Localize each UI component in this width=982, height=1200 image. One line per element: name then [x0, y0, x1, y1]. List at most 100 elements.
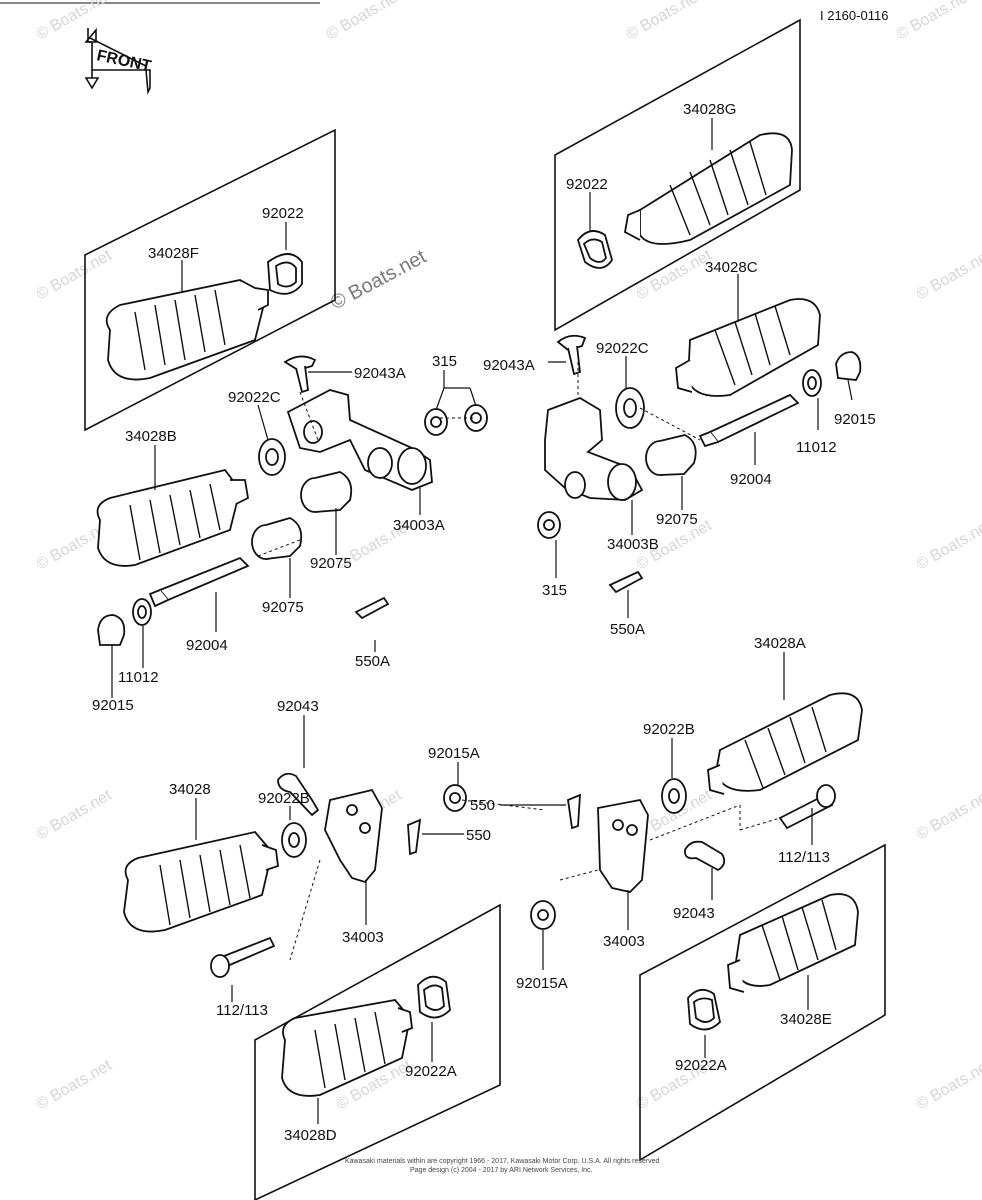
washer-92022B-left	[281, 822, 307, 858]
label-34028E: 34028E	[780, 1011, 832, 1028]
watermark: © Boats.net	[894, 0, 976, 43]
watermark: © Boats.net	[914, 517, 982, 574]
watermark: © Boats.net	[34, 1057, 116, 1114]
label-92015A-lower: 92015A	[516, 975, 568, 992]
washer-92022-right	[576, 230, 613, 269]
box-34028D	[254, 903, 501, 1200]
footpeg-34028	[123, 831, 279, 933]
pin-92043-right	[684, 840, 726, 872]
label-550A-right: 550A	[610, 621, 645, 638]
front-arrow-icon: FRONT	[84, 27, 153, 95]
label-34028B: 34028B	[125, 428, 177, 445]
label-34028A: 34028A	[754, 635, 806, 652]
label-92015-right: 92015	[834, 411, 876, 428]
label-34028C: 34028C	[705, 259, 758, 276]
label-92022A-left: 92022A	[405, 1063, 457, 1080]
shaft-92004-right	[698, 393, 800, 448]
watermark: © Boats.net	[34, 247, 116, 304]
washer-11012-left	[132, 598, 152, 626]
label-315-top: 315	[432, 353, 457, 370]
watermark: © Boats.net	[914, 247, 982, 304]
diagram-code: I 2160-0116	[820, 8, 888, 23]
washer-11012-right	[802, 369, 822, 397]
label-92022C-right: 92022C	[596, 340, 649, 357]
footpeg-34028D	[281, 999, 413, 1097]
label-550-left: 550	[466, 827, 491, 844]
label-92022C-left: 92022C	[228, 389, 281, 406]
label-92022-left: 92022	[262, 205, 304, 222]
label-34028: 34028	[169, 781, 211, 798]
label-92004-left: 92004	[186, 637, 228, 654]
label-92075-a: 92075	[310, 555, 352, 572]
label-92043-left: 92043	[277, 698, 319, 715]
label-11012-left: 11012	[118, 669, 159, 686]
watermark: © Boats.net	[34, 0, 116, 43]
washer-92022B-right	[661, 778, 687, 814]
nut-92015A-upper	[443, 784, 467, 812]
watermark: © Boats.net	[624, 0, 706, 43]
label-315-bottom: 315	[542, 582, 567, 599]
washer-92022A-left	[417, 975, 451, 1019]
nut-315-c	[537, 511, 561, 539]
pin-92043-left	[277, 772, 320, 817]
watermark-main: © Boats.net	[327, 246, 430, 315]
pin-92043A-right	[556, 334, 587, 376]
label-34028G: 34028G	[683, 101, 736, 118]
washer-92022C-left	[258, 438, 286, 476]
cotter-550A-right	[608, 570, 644, 594]
watermark: © Boats.net	[914, 787, 982, 844]
bracket-34003A	[286, 389, 433, 491]
watermark: © Boats.net	[324, 0, 406, 43]
footpeg-34028E	[727, 893, 859, 993]
washer-92022C-right	[615, 387, 645, 429]
nut-92015-right	[835, 351, 862, 381]
label-92043A-right: 92043A	[483, 357, 535, 374]
pin-92043A-left	[283, 355, 317, 394]
label-92004-right: 92004	[730, 471, 772, 488]
label-92022B-right: 92022B	[643, 721, 695, 738]
part-labels: 34028F 92022 34028G 92022 34028C 92043A …	[92, 101, 876, 1144]
bracket-34003B	[544, 397, 644, 501]
footpeg-34028B	[96, 468, 249, 567]
label-34003A: 34003A	[393, 517, 445, 534]
watermark: © Boats.net	[34, 787, 116, 844]
box-34028G	[554, 18, 801, 332]
footpeg-34028F	[105, 279, 269, 381]
collar-92075-a	[300, 471, 353, 513]
label-112-113-left: 112/113	[216, 1002, 268, 1019]
label-34003B: 34003B	[607, 536, 659, 553]
bolt-112-113-left	[210, 936, 276, 978]
label-92043-right: 92043	[673, 905, 715, 922]
collar-92075-b	[251, 517, 303, 560]
watermark: © Boats.net	[634, 247, 716, 304]
label-34003-left: 34003	[342, 929, 384, 946]
footpeg-34028G	[624, 132, 793, 245]
box-34028F	[84, 128, 336, 432]
footpeg-34028C	[675, 298, 821, 397]
shaft-92004-left	[148, 556, 250, 608]
bracket-34003-right	[597, 798, 649, 893]
label-92075-c: 92075	[656, 511, 698, 528]
leader-lines	[111, 118, 853, 1124]
label-34028D: 34028D	[284, 1127, 337, 1144]
bolt-112-113-right	[778, 784, 836, 830]
nut-315-a	[424, 408, 448, 436]
label-92022-right: 92022	[566, 176, 608, 193]
front-label: FRONT	[95, 47, 153, 75]
footer-page-design: Page design (c) 2004 - 2017 by ARI Netwo…	[410, 1167, 593, 1174]
nut-92015-left	[97, 614, 126, 646]
label-92043A-left: 92043A	[354, 365, 406, 382]
label-92022B-left: 92022B	[258, 790, 310, 807]
footpeg-34028A	[707, 692, 863, 795]
label-550A-left: 550A	[355, 653, 390, 670]
label-34003-right: 34003	[603, 933, 645, 950]
label-92015-left: 92015	[92, 697, 134, 714]
box-34028E	[639, 843, 886, 1162]
assembly-lines	[257, 350, 781, 961]
cotter-550-right	[567, 793, 581, 830]
collar-92075-c	[645, 434, 697, 476]
cotter-550A-left	[354, 596, 390, 620]
label-92075-b: 92075	[262, 599, 304, 616]
label-34028F: 34028F	[148, 245, 199, 262]
